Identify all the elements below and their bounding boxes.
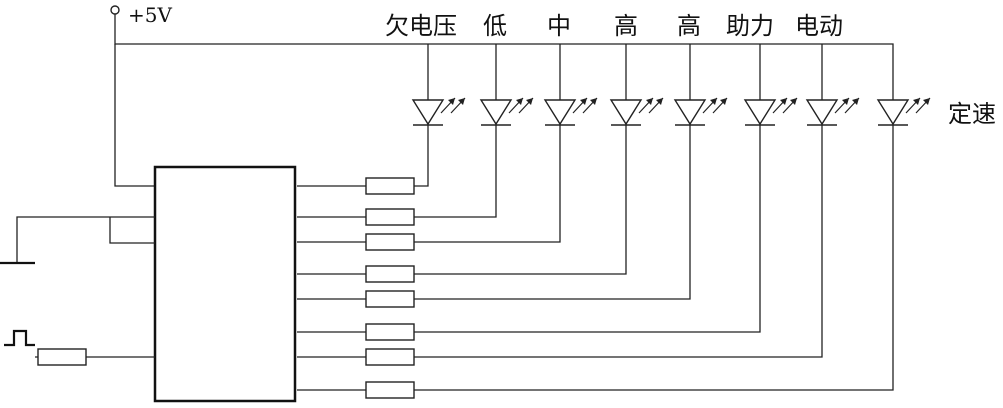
led-label-3: 中 [547,12,571,40]
output-resistor-3 [365,233,415,251]
led-1-ray-head-1 [448,98,455,105]
output-resistor-7 [365,348,415,366]
ground-wire [16,216,155,262]
led-label-5: 高 [677,12,701,40]
led-2 [479,99,513,126]
led-6-ray-head-2 [790,98,797,105]
led-5-ray-head-2 [720,98,727,105]
chip-power-wire [114,44,155,187]
led-7-ray-head-1 [842,98,849,105]
control-chip [153,165,297,403]
led-4 [609,99,643,126]
supply-label: +5V [128,3,172,27]
led-label-1: 欠电压 [385,12,457,40]
led-label-6: 助力 [726,12,774,40]
led-3-ray-head-2 [590,98,597,105]
output-wire-1 [297,44,429,187]
pulse-symbol [4,329,35,347]
output-wire-5 [297,44,691,300]
led-2-ray-head-1 [516,98,523,105]
supply-rail [114,14,894,391]
led-8-ray-head-2 [923,98,930,105]
led-7 [805,99,839,126]
led-5 [673,99,707,126]
supply-terminal [110,5,120,15]
led-4-ray-head-1 [646,98,653,105]
output-resistor-8 [365,381,415,399]
led-label-8: 定速 [948,100,996,128]
output-resistor-5 [365,290,415,308]
led-8-ray-head-1 [913,98,920,105]
led-6 [743,99,777,126]
output-resistor-2 [365,208,415,226]
led-label-7: 电动 [795,12,843,40]
led-4-ray-head-2 [656,98,663,105]
output-resistor-4 [365,265,415,283]
led-1-ray-head-2 [458,98,465,105]
led-1 [411,99,445,126]
led-3-ray-head-1 [580,98,587,105]
led-7-ray-head-2 [852,98,859,105]
output-wire-4 [297,44,627,275]
output-resistor-6 [365,323,415,341]
output-wire-6 [297,44,761,333]
led-3 [543,99,577,126]
led-5-ray-head-1 [710,98,717,105]
led-label-2: 低 [483,12,507,40]
led-8 [876,99,910,126]
output-resistor-1 [365,177,415,195]
output-wire-7 [297,44,823,358]
input-resistor [37,348,87,366]
led-2-ray-head-2 [526,98,533,105]
feedback-loop-wire [109,217,155,244]
led-label-4: 高 [614,12,638,40]
led-6-ray-head-1 [780,98,787,105]
